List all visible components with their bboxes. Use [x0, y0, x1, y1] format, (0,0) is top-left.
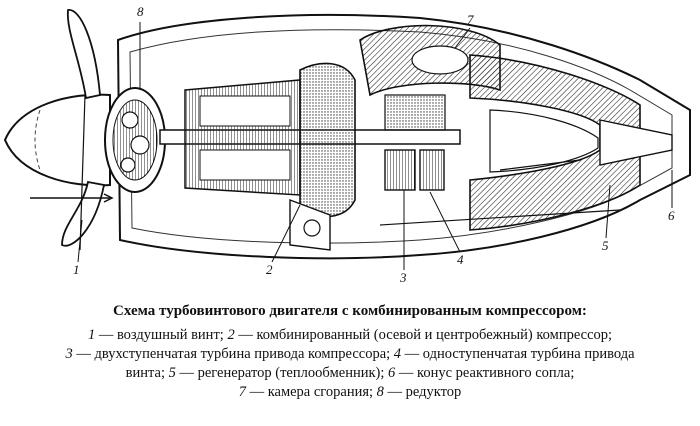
compressor-turbine: [384, 149, 416, 191]
propeller-turbine: [419, 149, 445, 191]
legend-number: 8: [376, 384, 384, 400]
propeller-spinner: [3, 93, 111, 187]
legend-text: — воздушный винт;: [95, 327, 228, 343]
propeller-blade-bottom: [61, 180, 106, 247]
legend-text: — комбинированный (осевой и центробежный…: [234, 327, 613, 343]
caption-line: 7 — камера сгорания; 8 — редуктор: [0, 383, 700, 402]
label-4: 4: [457, 252, 464, 267]
centrifugal-impeller: [299, 62, 356, 218]
legend-text: — двухступенчатая турбина привода компре…: [72, 346, 394, 362]
caption-line: 1 — воздушный винт; 2 — комбинированный …: [0, 326, 700, 345]
legend-text: — конус реактивного сопла;: [395, 365, 575, 381]
legend-text: винта;: [125, 365, 169, 381]
caption-legend: 1 — воздушный винт; 2 — комбинированный …: [0, 326, 700, 402]
legend-text: — регенератор (теплообменник);: [175, 365, 389, 381]
legend-text: — камера сгорания;: [245, 384, 377, 400]
engine-diagram: 8 7 1 2 3 4 5 6: [3, 4, 691, 285]
legend-number: 1: [87, 327, 96, 343]
legend-text: — редуктор: [383, 384, 462, 400]
label-7: 7: [467, 12, 474, 27]
caption-title: Схема турбовинтового двигателя с комбини…: [113, 303, 587, 319]
regenerator: [469, 54, 641, 231]
caption-line: 3 — двухступенчатая турбина привода комп…: [0, 345, 700, 364]
label-3: 3: [399, 270, 407, 285]
figure-caption: Схема турбовинтового двигателя с комбини…: [0, 302, 700, 402]
legend-number: 6: [388, 365, 396, 381]
legend-text: — одноступенчатая турбина привода: [401, 346, 635, 362]
legend-number: 5: [168, 365, 176, 381]
propeller-blade-top: [66, 9, 101, 100]
label-6: 6: [668, 208, 675, 223]
caption-line: винта; 5 — регенератор (теплообменник); …: [0, 364, 700, 383]
legend-number: 3: [65, 346, 73, 362]
nacelle-outline: [116, 13, 691, 260]
exhaust-cone: [599, 119, 673, 166]
legend-number: 2: [227, 327, 235, 343]
label-2: 2: [266, 262, 273, 277]
label-5: 5: [602, 238, 609, 253]
legend-number: 7: [238, 384, 246, 400]
label-1: 1: [73, 262, 80, 277]
label-8: 8: [137, 4, 144, 19]
legend-number: 4: [393, 346, 402, 362]
